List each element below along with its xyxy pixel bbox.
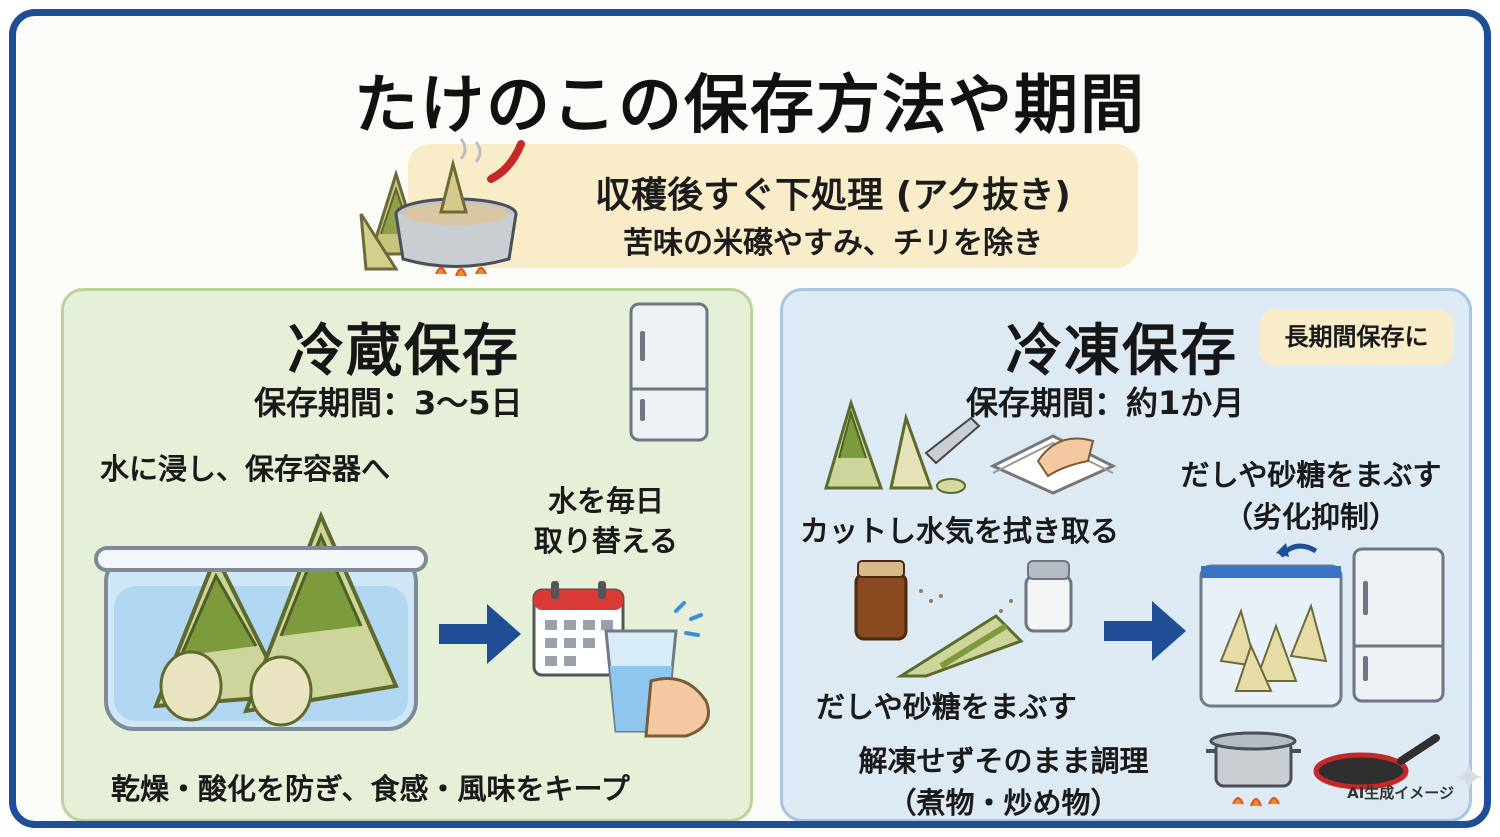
water-glass-icon <box>604 601 710 738</box>
boiling-pot-icon <box>359 138 525 277</box>
frozen-step4-line2: （煮物・炒め物） <box>887 786 1120 820</box>
frozen-period: 保存期間：約1か月 <box>966 384 1245 422</box>
refrigerated-footer: 乾燥・酸化を防ぎ、食感・風味をキープ <box>111 772 630 806</box>
refrigerated-heading: 冷蔵保存 <box>288 319 520 384</box>
sparkle-icon <box>1456 764 1482 790</box>
prep-title: 収穫後すぐ下処理 (アク抜き) <box>595 175 1071 216</box>
refrigerator-icon <box>629 302 709 442</box>
water-container-icon <box>94 510 428 731</box>
bamboo-knife-icon <box>823 398 981 494</box>
refrigerated-step2-line2: 取り替える <box>533 524 679 558</box>
frozen-heading: 冷凍保存 <box>1006 319 1238 384</box>
frozen-step1: カットし水気を拭き取る <box>800 514 1120 548</box>
refrigerator-icon <box>1352 547 1445 703</box>
prep-subtitle: 苦味の米礤やすみ、チリを除き <box>623 226 1043 261</box>
right-arrow-icon <box>439 604 521 664</box>
seasoning-jars-icon <box>854 560 1073 678</box>
refrigerated-step1: 水に浸し、保存容器へ <box>100 452 391 486</box>
frozen-badge: 長期間保存に <box>1259 309 1454 366</box>
pot-and-pan-icon <box>1206 731 1440 807</box>
paper-towel-icon <box>989 434 1117 495</box>
right-arrow-icon <box>1104 601 1186 661</box>
frozen-step3-line2: （劣化抑制） <box>1223 500 1398 534</box>
frozen-step3-line1: だしや砂糖をまぶす <box>1180 458 1442 492</box>
frozen-step2: だしや砂糖をまぶす <box>816 690 1077 724</box>
freezer-bag-icon <box>1199 543 1343 708</box>
infographic-frame: たけのこの保存方法や期間 収穫後すぐ下処理 (アク抜き) 苦味の米礤やすみ、チリ… <box>9 9 1491 828</box>
refrigerated-step2-line1: 水を毎日 <box>547 484 664 518</box>
page-title: たけのこの保存方法や期間 <box>354 69 1146 143</box>
prep-highlight-box <box>408 144 1138 268</box>
refrigerated-period: 保存期間：3〜5日 <box>254 384 523 422</box>
ai-credit-label: AI生成イメージ <box>1347 784 1454 802</box>
frozen-step4-line1: 解凍せずそのまま調理 <box>858 744 1149 778</box>
